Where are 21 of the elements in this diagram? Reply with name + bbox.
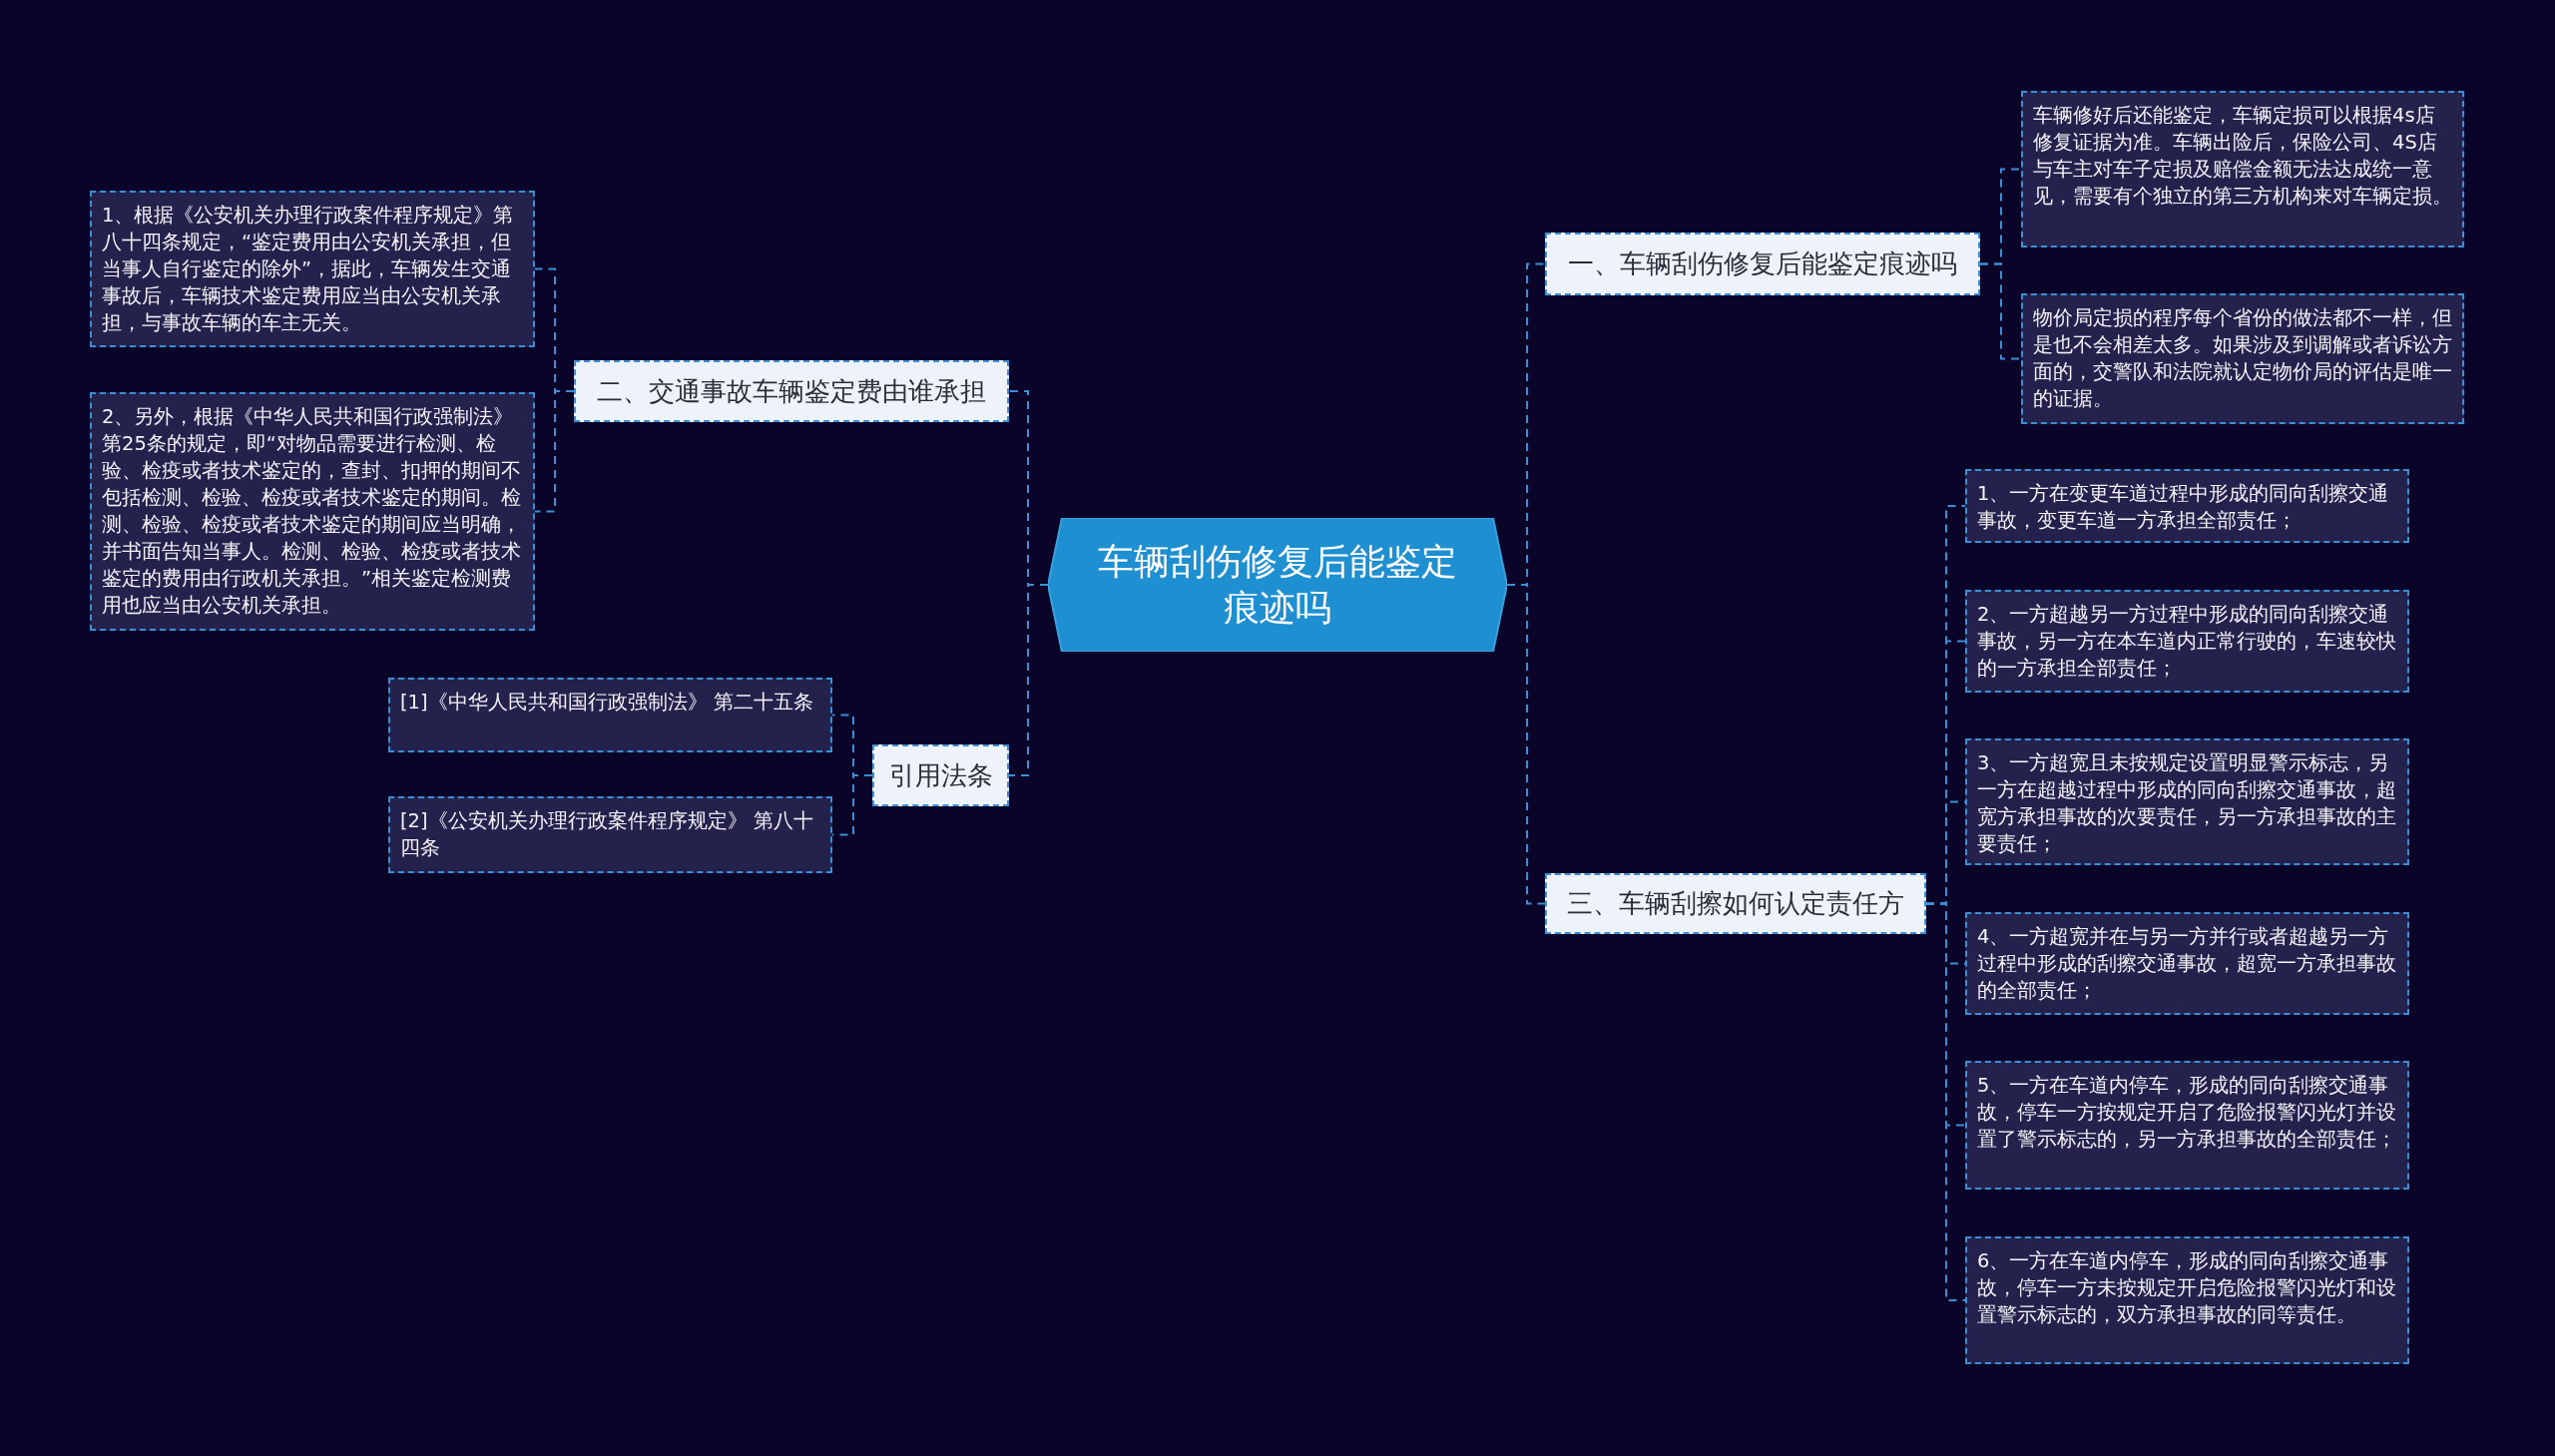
branch-topic: 二、交通事故车辆鉴定费由谁承担 bbox=[574, 360, 1009, 422]
note-card: 6、一方在车道内停车，形成的同向刮擦交通事故，停车一方未按规定开启危险报警闪光灯和设置警示标志的，双方承担事故的同等责任。 bbox=[1965, 1236, 2409, 1364]
connector-line bbox=[534, 390, 575, 513]
branch-topic: 三、车辆刮擦如何认定责任方 bbox=[1545, 873, 1926, 934]
note-card: [2]《公安机关办理行政案件程序规定》 第八十四条 bbox=[388, 796, 832, 873]
note-card: 2、另外，根据《中华人民共和国行政强制法》第25条的规定，即“对物品需要进行检测、检验、检疫或者技术鉴定的，查封、扣押的期间不包括检测、检验、检疫或者技术鉴定的期间。检测、检验、检疫或者技术鉴定的期间应当明确，并书面告知当事人。检测、检验、检疫或者技术鉴定的费用由行政机关承担。”相关鉴定检测费用也应当由公安机关承担。 bbox=[90, 392, 535, 631]
connector-line bbox=[1979, 262, 2022, 360]
connector-line bbox=[1506, 584, 1546, 905]
central-topic: 车辆刮伤修复后能鉴定痕迹吗 bbox=[1048, 518, 1507, 652]
note-card: 车辆修好后还能鉴定，车辆定损可以根据4s店修复证据为准。车辆出险后，保险公司、4S店与车主对车子定损及赔偿金额无法达成统一意见，需要有个独立的第三方机构来对车辆定损。 bbox=[2021, 91, 2464, 247]
note-card: 4、一方超宽并在与另一方并行或者超越另一方过程中形成的刮擦交通事故，超宽一方承担事故的全部责任； bbox=[1965, 912, 2409, 1015]
note-card: 3、一方超宽且未按规定设置明显警示标志，另一方在超越过程中形成的同向刮擦交通事故，超宽方承担事故的次要责任，另一方承担事故的主要责任； bbox=[1965, 738, 2409, 865]
note-card: [1]《中华人民共和国行政强制法》 第二十五条 bbox=[388, 678, 832, 752]
note-card: 1、根据《公安机关办理行政案件程序规定》第八十四条规定，“鉴定费用由公安机关承担，但当事人自行鉴定的除外”，据此，车辆发生交通事故后，车辆技术鉴定费用应当由公安机关承担，与事故车辆的车主无关。 bbox=[90, 191, 535, 347]
note-card: 5、一方在车道内停车，形成的同向刮擦交通事故，停车一方按规定开启了危险报警闪光灯并设置了警示标志的，另一方承担事故的全部责任； bbox=[1965, 1061, 2409, 1190]
note-card: 物价局定损的程序每个省份的做法都不一样，但是也不会相差太多。如果涉及到调解或者诉讼方面的，交警队和法院就认定物价局的评估是唯一的证据。 bbox=[2021, 293, 2464, 424]
note-card: 1、一方在变更车道过程中形成的同向刮擦交通事故，变更车道一方承担全部责任； bbox=[1965, 469, 2409, 543]
branch-topic: 引用法条 bbox=[872, 744, 1009, 806]
connector-line bbox=[1008, 584, 1049, 776]
branch-topic: 一、车辆刮伤修复后能鉴定痕迹吗 bbox=[1545, 233, 1980, 295]
note-card: 2、一方超越另一方过程中形成的同向刮擦交通事故，另一方在本车道内正常行驶的，车速较快的一方承担全部责任； bbox=[1965, 590, 2409, 693]
